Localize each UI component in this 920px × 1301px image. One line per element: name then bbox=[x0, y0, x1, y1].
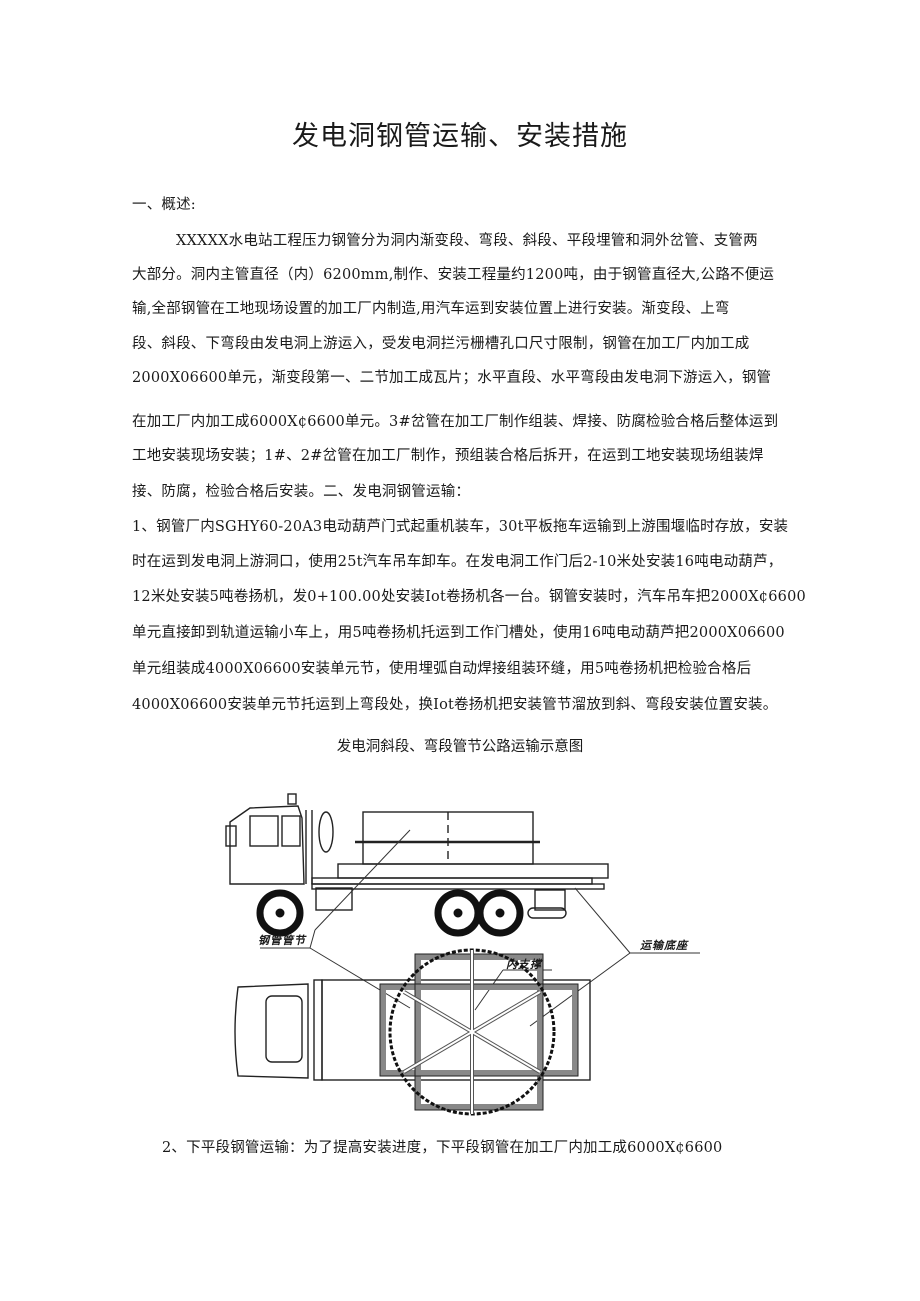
paragraph-line: 1、钢管厂内SGHY60-20A3电动葫芦门式起重机装车，30t平板拖车运输到上… bbox=[132, 519, 789, 535]
paragraph-line: 12米处安装5吨卷扬机，发0+100.00处安装Iot卷扬机各一台。钢管安装时，… bbox=[132, 589, 806, 605]
paragraph-line: 大部分。洞内主管直径（内）6200mm,制作、安装工程量约1200吨，由于钢管直… bbox=[132, 267, 775, 283]
label-pipe-section: 钢管管节 bbox=[258, 934, 306, 947]
paragraph-line: 单元组装成4000X06600安装单元节，使用埋弧自动焊接组装环缝，用5吨卷扬机… bbox=[132, 661, 752, 677]
paragraph-line-lower-flat-section: 2、下平段钢管运输：为了提高安装进度，下平段钢管在加工厂内加工成6000X¢66… bbox=[162, 1140, 723, 1156]
paragraph-line: 工地安装现场安装；1#、2#岔管在加工厂制作，预组装合格后拆开，在运到工地安装现… bbox=[132, 448, 764, 464]
paragraph-line: 时在运到发电洞上游洞口，使用25t汽车吊车卸车。在发电洞工作门后2-10米处安装… bbox=[132, 554, 783, 570]
paragraph-line: 2000X06600单元，渐变段第一、二节加工成瓦片；水平直段、水平弯段由发电洞… bbox=[132, 370, 772, 386]
diagram-drawing bbox=[225, 793, 700, 1116]
paragraph-line: 接、防腐，检验合格后安装。二、发电洞钢管运输： bbox=[132, 484, 471, 500]
document-title: 发电洞钢管运输、安装措施 bbox=[292, 121, 628, 153]
paragraph-line: 输,全部钢管在工地现场设置的加工厂内制造,用汽车运到安装位置上进行安装。渐变段、… bbox=[132, 301, 730, 317]
label-inner-support: 内支撑 bbox=[506, 958, 542, 971]
truck-transport-diagram: 钢管管节 内支撑 运输底座 bbox=[200, 760, 720, 1120]
paragraph-line: 在加工厂内加工成6000X¢6600单元。3#岔管在加工厂制作组装、焊接、防腐检… bbox=[132, 414, 779, 430]
paragraph-line: XXXXX水电站工程压力钢管分为洞内渐变段、弯段、斜段、平段埋管和洞外岔管、支管… bbox=[176, 233, 758, 249]
paragraph-line: 段、斜段、下弯段由发电洞上游运入，受发电洞拦污栅槽孔口尺寸限制，钢管在加工厂内加… bbox=[132, 336, 750, 352]
label-transport-base: 运输底座 bbox=[640, 939, 688, 952]
paragraph-line: 单元直接卸到轨道运输小车上，用5吨卷扬机托运到工作门槽处，使用16吨电动葫芦把2… bbox=[132, 625, 785, 641]
section-heading-overview: 一、概述: bbox=[132, 197, 196, 213]
paragraph-line: 4000X06600安装单元节托运到上弯段处，换Iot卷扬机把安装管节溜放到斜、… bbox=[132, 697, 778, 713]
figure-caption: 发电洞斜段、弯段管节公路运输示意图 bbox=[336, 739, 584, 755]
